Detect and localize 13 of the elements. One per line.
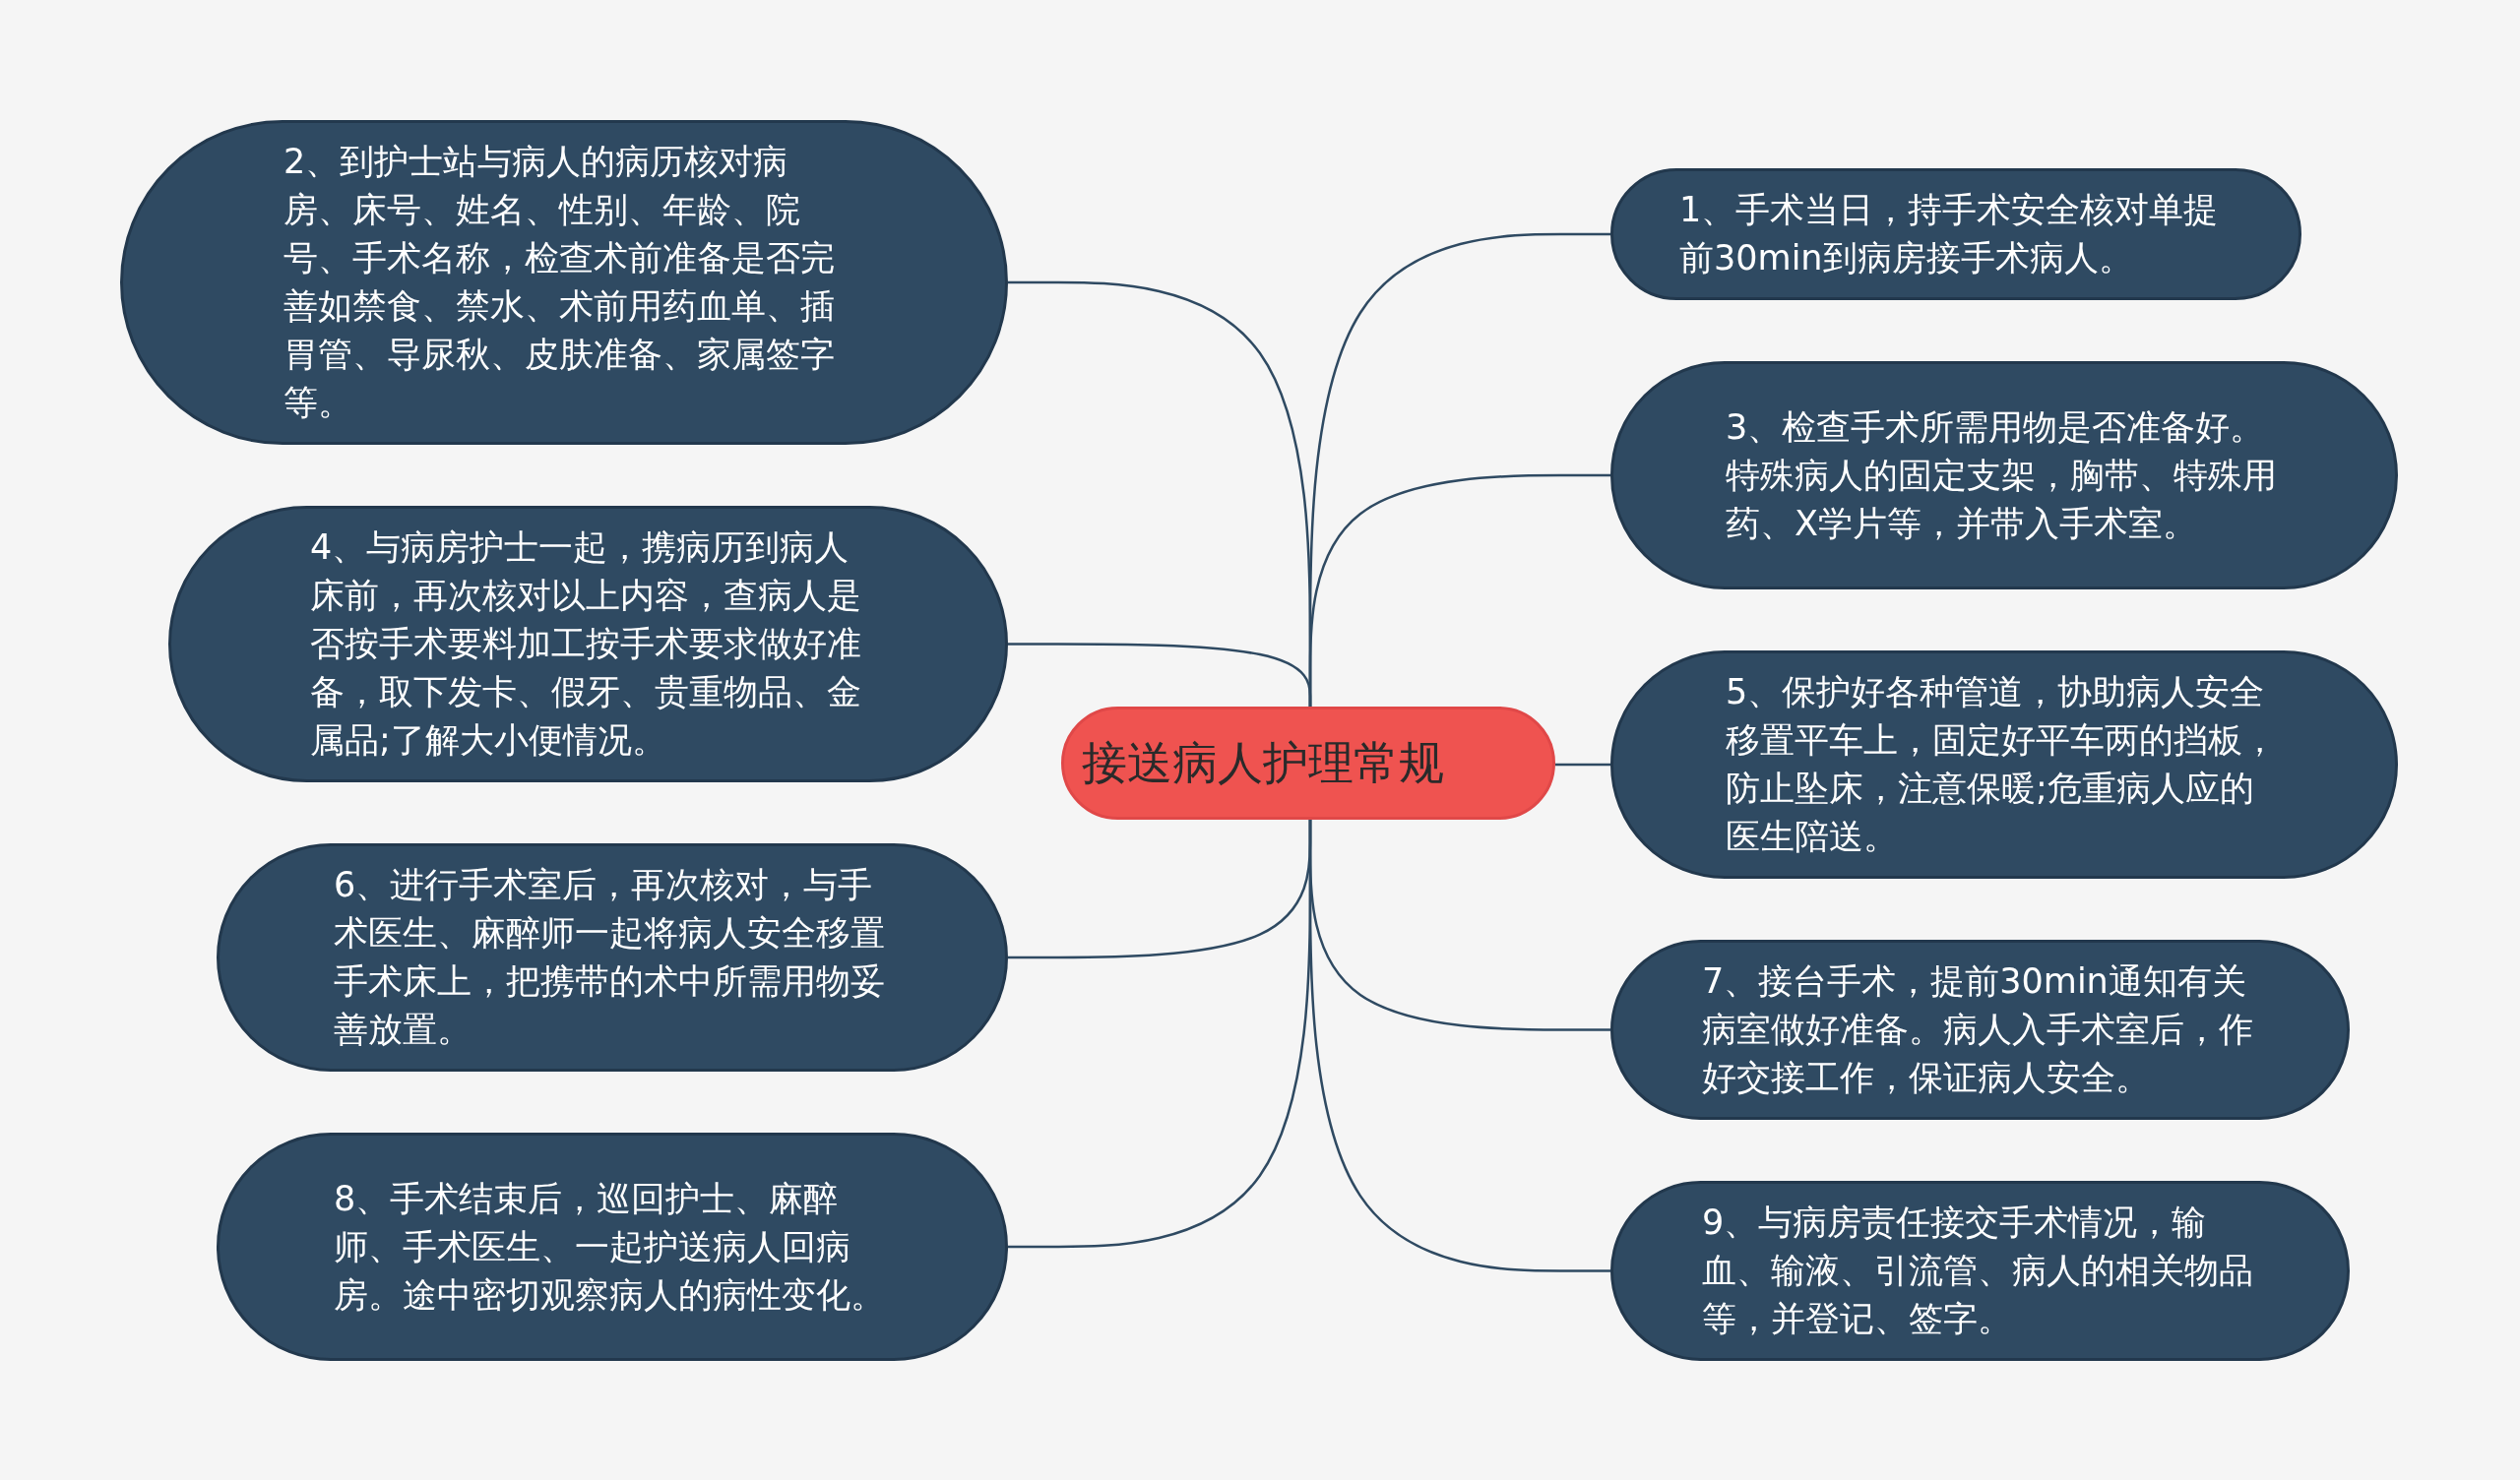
topic-text: 3、检查手术所需用物是否准备好。特殊病人的固定支架，胸带、特殊用药、X学片等，并带入手术室。 xyxy=(1726,405,2278,545)
connector-line xyxy=(1308,820,1610,1272)
topic-text: 6、进行手术室后，再次核对，与手术医生、麻醉师一起将病人安全移置手术床上，把携带的术中所需用物妥善放置。 xyxy=(334,864,886,1051)
topic-text: 2、到护士站与病人的病历核对病房、床号、姓名、性别、年龄、院号、手术名称，检查术前准备是否完善如禁食、禁水、术前用药血单、插胃管、导尿秋、皮肤准备、家属签字等。 xyxy=(284,141,836,424)
topic-title: 接送病人护理常规 xyxy=(1082,739,1445,787)
connector-line xyxy=(1555,763,1610,767)
topic-text: 5、保护好各种管道，协助病人安全移置平车上，固定好平车两的挡板，防止坠床，注意保暖;危重病人应的医生陪送。 xyxy=(1726,671,2278,858)
topic-text: 9、与病房责任接交手术情况，输血、输液、引流管、病人的相关物品等，并登记、签字。 xyxy=(1702,1202,2254,1340)
connector-line xyxy=(1008,643,1312,707)
topic-text: 8、手术结束后，巡回护士、麻醉师、手术医生、一起护送病人回病房。途中密切观察病人的病性变化。 xyxy=(334,1177,886,1317)
topic-text: 4、与病房护士一起，携病历到病人床前，再次核对以上内容，查病人是否按手术要料加工按手术要求做好准备，取下发卡、假牙、贵重物品、金属品;了解大小便情况。 xyxy=(310,526,862,762)
topic-text: 7、接台手术，提前30min通知有关病室做好准备。病人入手术室后，作好交接工作，保证病人安全。 xyxy=(1702,960,2254,1099)
topic-text: 1、手术当日，持手术安全核对单提前30min到病房接手术病人。 xyxy=(1679,189,2220,279)
